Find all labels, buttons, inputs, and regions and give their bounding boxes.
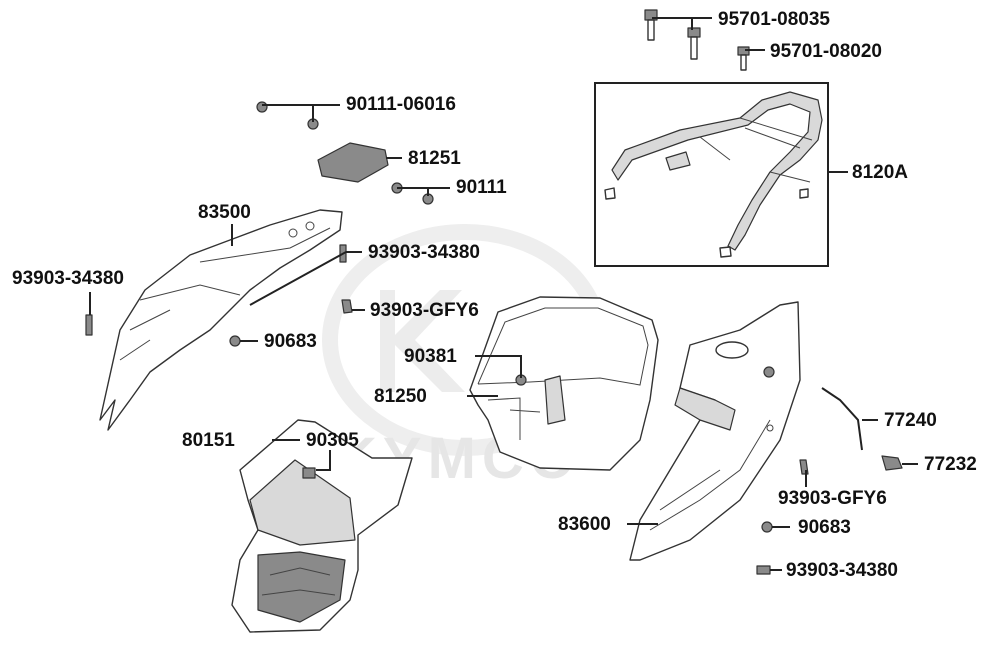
label-80151: 80151 <box>182 430 235 451</box>
screw-90111 <box>391 182 434 205</box>
label-93903-34380-mid: 93903-34380 <box>368 242 480 263</box>
label-81250: 81250 <box>374 386 427 407</box>
label-95701-08035: 95701-08035 <box>718 9 830 30</box>
label-93903-gfy6-a: 93903-GFY6 <box>370 300 479 321</box>
label-93903-34380-right: 93903-34380 <box>786 560 898 581</box>
part-77232 <box>881 455 903 471</box>
label-90111-06016: 90111-06016 <box>346 94 456 115</box>
body-cover-83600 <box>629 301 801 561</box>
clip-93903-gfy6-a <box>341 299 353 314</box>
label-90381: 90381 <box>404 346 457 367</box>
bolt-95701-08035-b <box>687 27 701 60</box>
label-77240: 77240 <box>884 410 937 431</box>
label-83500: 83500 <box>198 202 251 223</box>
rear-carrier-box <box>594 82 829 267</box>
screw-90111-06016 <box>256 101 319 130</box>
leader-lines <box>89 17 918 571</box>
clip-90305 <box>302 467 316 479</box>
screw-90683-a <box>229 335 241 347</box>
cable-77240 <box>821 387 863 451</box>
helmet-box-81250 <box>469 296 659 471</box>
label-90683-b: 90683 <box>798 517 851 538</box>
label-81251: 81251 <box>408 148 461 169</box>
rear-carrier <box>604 91 823 258</box>
clip-93903-34380-left <box>85 314 93 336</box>
bolt-95701-08035 <box>644 9 658 41</box>
front-cover-80151 <box>231 419 413 633</box>
label-95701-08020: 95701-08020 <box>770 41 882 62</box>
label-90305: 90305 <box>306 430 359 451</box>
label-77232: 77232 <box>924 454 977 475</box>
label-93903-gfy6-b: 93903-GFY6 <box>778 488 887 509</box>
screw-90683-b <box>761 521 773 533</box>
body-cover-83500 <box>99 209 343 431</box>
label-8120a: 8120A <box>852 162 908 183</box>
label-90683-a: 90683 <box>264 331 317 352</box>
label-83600: 83600 <box>558 514 611 535</box>
label-90111: 90111 <box>456 177 507 198</box>
cover-81251 <box>317 142 389 183</box>
clip-93903-34380-right <box>756 565 771 575</box>
label-93903-34380-left: 93903-34380 <box>12 268 124 289</box>
